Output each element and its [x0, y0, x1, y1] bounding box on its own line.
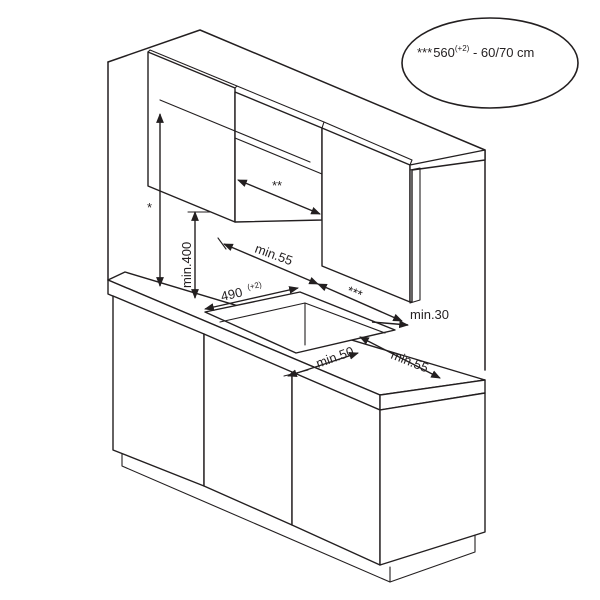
dim-triple-star-arrow	[317, 283, 403, 322]
note-stars: ***	[417, 45, 432, 60]
note-value: 560	[433, 45, 455, 60]
back-wall	[107, 29, 486, 371]
dimension-lines	[156, 99, 441, 379]
upper-cabinets	[147, 49, 486, 304]
label-min400: min.400	[179, 242, 194, 288]
label-star: *	[147, 200, 152, 215]
label-triple-star: ***	[345, 283, 365, 303]
note-text: ***560(+2) - 60/70 cm	[417, 44, 534, 60]
note-superscript: (+2)	[455, 44, 470, 53]
note-rest: - 60/70 cm	[469, 45, 534, 60]
label-min55-top: min.55	[253, 241, 295, 268]
dim-490-arrow	[204, 286, 299, 311]
dim-min30-arrow	[371, 320, 409, 329]
label-490: 490	[219, 284, 244, 303]
dim-min55-side-arrow	[359, 336, 441, 379]
dim-double-star-arrow	[237, 179, 321, 215]
label-double-star: **	[272, 178, 282, 193]
label-490-superscript: (+2)	[246, 280, 262, 292]
dim-min55-top-arrow	[223, 243, 319, 285]
note-callout: ***560(+2) - 60/70 cm	[401, 17, 579, 109]
label-min30: min.30	[410, 307, 449, 322]
base-cabinets	[112, 295, 486, 583]
